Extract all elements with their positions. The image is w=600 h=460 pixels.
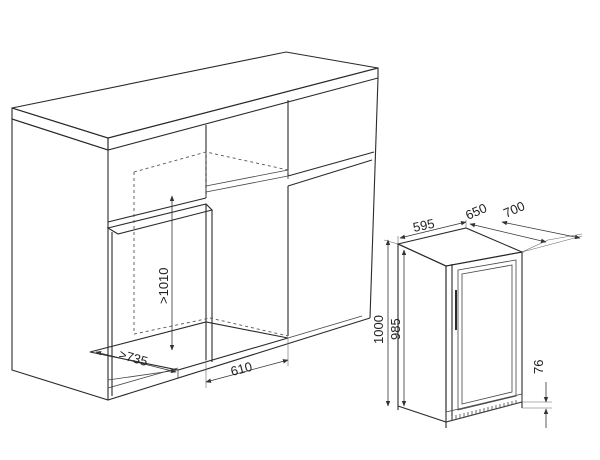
niche-depth-label: >735 — [117, 346, 149, 368]
plinth-height-dimension: 76 — [522, 360, 552, 428]
unit-depth-total-dimension: 700 — [501, 198, 583, 253]
niche-height-dimension: >1010 — [156, 195, 175, 351]
unit-height-total-label: 1000 — [371, 315, 386, 344]
unit-depth-body-label: 650 — [463, 200, 489, 223]
niche-width-dimension: 610 — [205, 338, 289, 388]
niche-top-edge — [106, 203, 214, 235]
unit-width-label: 595 — [412, 216, 436, 235]
wine-cooler — [396, 227, 524, 428]
cooler-side — [397, 243, 447, 423]
niche-width-label: 610 — [229, 359, 254, 379]
unit-height-body-label: 985 — [388, 318, 403, 340]
unit-width-dimension: 595 — [397, 216, 467, 244]
cabinet-left-side — [11, 118, 109, 401]
kitchen-cabinet — [11, 51, 379, 401]
unit-height-body-dimension: 985 — [388, 249, 407, 407]
cooler-glass — [457, 259, 517, 411]
plinth-height-label: 76 — [531, 360, 546, 374]
unit-depth-total-label: 700 — [501, 198, 527, 221]
countertop-side — [11, 107, 109, 151]
niche-height-label: >1010 — [156, 267, 171, 304]
unit-height-total-dimension: 1000 — [371, 239, 399, 407]
vent-grille — [451, 400, 517, 420]
